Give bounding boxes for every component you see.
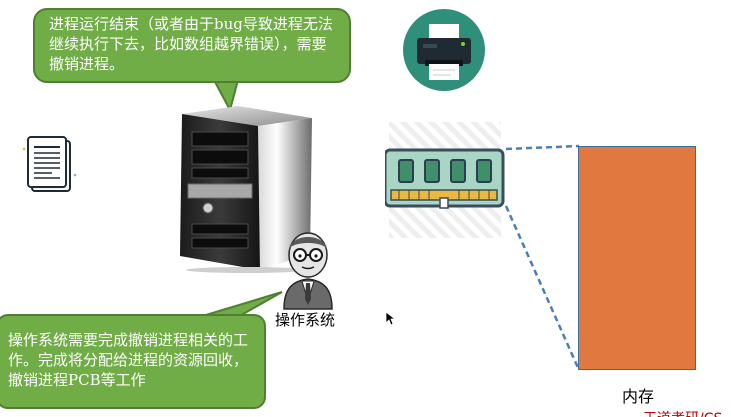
os-person-icon — [278, 229, 338, 315]
top-callout-text: 进程运行结束（或者由于bug导致进程无法继续执行下去，比如数组越界错误），需要撤… — [49, 15, 333, 73]
memory-module-icon — [383, 122, 507, 242]
printer-icon — [401, 8, 487, 92]
server-tower-icon — [178, 104, 312, 278]
os-label: 操作系统 — [275, 311, 336, 329]
watermark-text: 王道考研/CS — [643, 408, 722, 417]
memory-label: 内存 — [622, 387, 655, 406]
top-callout: 进程运行结束（或者由于bug导致进程无法继续执行下去，比如数组越界错误），需要撤… — [33, 8, 351, 83]
bottom-callout: 操作系统需要完成撤销进程相关的工作。完成将分配给进程的资源回收，撤销进程PCB等… — [0, 314, 266, 409]
document-icon — [22, 135, 78, 201]
bottom-callout-text: 操作系统需要完成撤销进程相关的工作。完成将分配给进程的资源回收，撤销进程PCB等… — [8, 331, 249, 389]
mouse-cursor-icon — [385, 311, 397, 330]
memory-block — [578, 146, 696, 370]
